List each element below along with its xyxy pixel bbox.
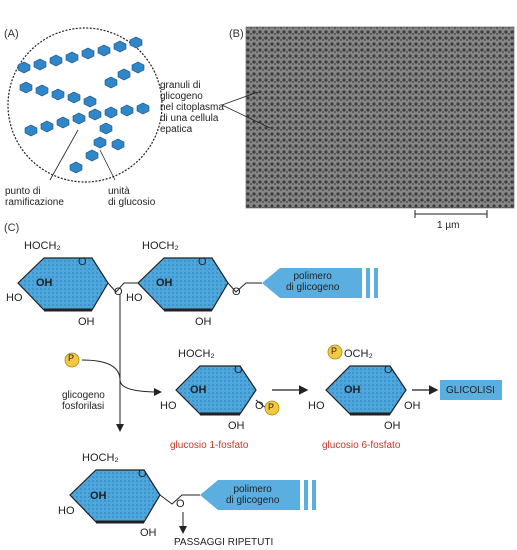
bottom-ho: HO <box>58 505 75 517</box>
polymer-label-bottom: polimero di glicogeno <box>226 484 280 506</box>
link-oxygen-2: O <box>232 286 241 298</box>
glucose-1-phosphate-ring <box>175 365 280 416</box>
bottom-link-oxygen: O <box>176 498 185 510</box>
g1p-ring-oh: OH <box>190 384 207 396</box>
glucose-ring-top-right <box>137 257 229 312</box>
glycogen-granules-label: granuli di glicogeno nel citoplasma di u… <box>160 80 224 135</box>
scale-bar-label: 1 µm <box>437 220 460 231</box>
glucose-6-phosphate-ring <box>325 344 407 416</box>
panel-b-label: (B) <box>229 28 244 40</box>
glucose-ring-top-left <box>17 257 109 312</box>
g6p-name: glucosio 6-fosfato <box>322 440 401 451</box>
ch2-top-left: HOCH₂ <box>24 240 61 252</box>
bottom-oh: OH <box>140 527 157 539</box>
oh-bottom-1: OH <box>78 316 95 328</box>
oh-bottom-2: OH <box>195 316 212 328</box>
polymer-label-top: polimero di glicogeno <box>286 271 340 293</box>
panel-a-label: (A) <box>4 28 19 40</box>
g1p-ho: HO <box>160 400 177 412</box>
polymer-arrow-top <box>262 268 378 298</box>
g6p-ring-oh: OH <box>344 384 361 396</box>
g6p-ho: HO <box>308 400 325 412</box>
phosphorylase-label: glicogeno fosforilasi <box>62 390 105 412</box>
g6p-oh-bottom: OH <box>384 420 401 432</box>
g1p-oh-bottom: OH <box>228 420 245 432</box>
ring-oxygen-1: O <box>78 256 87 268</box>
glycogen-molecule-diagram <box>7 27 163 183</box>
repeated-steps-label: PASSAGGI RIPETUTI <box>174 537 274 548</box>
glucose-unit-label: unità di glucosio <box>108 186 156 208</box>
g1p-ch2: HOCH₂ <box>178 348 215 360</box>
g6p-ring-oxygen: O <box>384 364 393 376</box>
g6p-phosphate: P <box>331 346 338 356</box>
ring-oh-1: OH <box>36 277 53 289</box>
bottom-ch2: HOCH₂ <box>82 452 119 464</box>
g1p-o: O <box>255 400 264 412</box>
polymer-arrow-bottom <box>200 480 316 510</box>
ring-oh-2: OH <box>156 277 173 289</box>
panel-c-label: (C) <box>4 222 20 234</box>
bottom-ring-oh: OH <box>90 490 107 502</box>
electron-micrograph <box>245 26 515 209</box>
g1p-name: glucosio 1-fosfato <box>170 440 249 451</box>
g6p-oh-right: OH <box>404 400 421 412</box>
glycolysis-label: GLICOLISI <box>446 385 495 396</box>
glucose-chains <box>17 36 150 174</box>
g6p-ch2: OCH₂ <box>344 348 373 360</box>
link-oxygen-1: O <box>114 286 123 298</box>
ch2-top-right: HOCH₂ <box>142 240 179 252</box>
ring-oxygen-2: O <box>198 256 207 268</box>
ho-left-1: HO <box>6 292 23 304</box>
ho-left-2: HO <box>126 292 143 304</box>
g1p-ring-oxygen: O <box>234 364 243 376</box>
bottom-ring-oxygen: O <box>138 468 147 480</box>
g1p-phosphate: P <box>268 402 275 412</box>
phosphate-symbol: P <box>68 353 75 363</box>
branch-point-label: punto di ramificazione <box>5 186 64 208</box>
